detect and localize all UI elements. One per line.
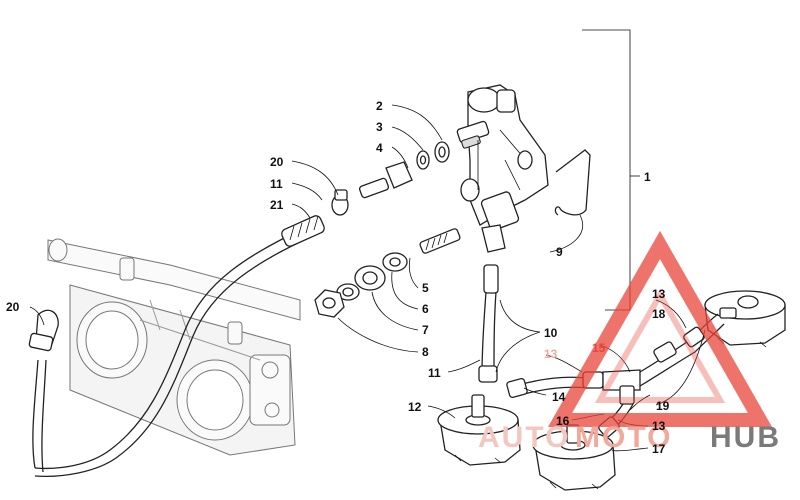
- callout-3: 3: [376, 120, 383, 134]
- watermark-triangle-inner: [594, 288, 726, 403]
- retaining-clip-9: [554, 149, 591, 216]
- callout-20-top: 20: [270, 155, 284, 169]
- watermark-text-auto: AUTO: [478, 421, 570, 454]
- callout-21: 21: [270, 198, 284, 212]
- callout-4: 4: [376, 141, 383, 155]
- barb-fitting-4: [358, 161, 413, 199]
- elbow-fitting-left: [28, 309, 59, 352]
- callout-13-lower: 13: [652, 419, 666, 433]
- callout-1: 1: [644, 170, 651, 184]
- callout-19: 19: [656, 399, 670, 413]
- callout-6: 6: [422, 302, 429, 316]
- callout-16: 16: [556, 414, 570, 428]
- callout-20-left: 20: [6, 300, 20, 314]
- callout-18: 18: [652, 307, 666, 321]
- watermark-text-hub: HUB: [710, 421, 781, 454]
- vent-valve-17: [532, 424, 616, 491]
- watermark-triangle: [547, 230, 773, 427]
- watermark: AUTO MOTO HUB: [478, 230, 781, 454]
- callout-9: 9: [556, 245, 563, 259]
- fuel-regulator-body: [456, 84, 549, 253]
- callout-10: 10: [544, 326, 558, 340]
- short-hose-10: [478, 264, 499, 383]
- washer-7: [354, 265, 386, 291]
- washer-7b: [336, 283, 360, 301]
- callout-17: 17: [652, 442, 666, 456]
- washer-6: [382, 252, 408, 272]
- throttle-body-assembly: [47, 238, 301, 456]
- callout-5: 5: [422, 281, 429, 295]
- pulse-hose-long: [32, 229, 309, 478]
- callout-15: 15: [592, 341, 606, 355]
- callout-7: 7: [422, 323, 429, 337]
- callout-labels: 1 2 3 4 5 6 7 8 9 10 11 11 12 13 13 13 1…: [6, 99, 670, 456]
- nut-8: [314, 289, 345, 318]
- barb-fitting-5: [419, 228, 461, 254]
- callout-12: 12: [408, 400, 422, 414]
- watermark-text-moto: MOTO: [575, 421, 672, 454]
- callout-13-right: 13: [652, 287, 666, 301]
- callout-13-left: 13: [544, 347, 558, 361]
- callout-11-bottom: 11: [428, 366, 441, 380]
- washers-2-3: [416, 141, 450, 170]
- callout-8: 8: [422, 345, 429, 359]
- callout-11-top: 11: [270, 177, 283, 191]
- vent-valve-12: [437, 394, 521, 466]
- callout-2: 2: [376, 99, 383, 113]
- hose-coil-clamp: [281, 215, 325, 247]
- clamp-11-top: [331, 189, 349, 216]
- callout-14: 14: [552, 390, 566, 404]
